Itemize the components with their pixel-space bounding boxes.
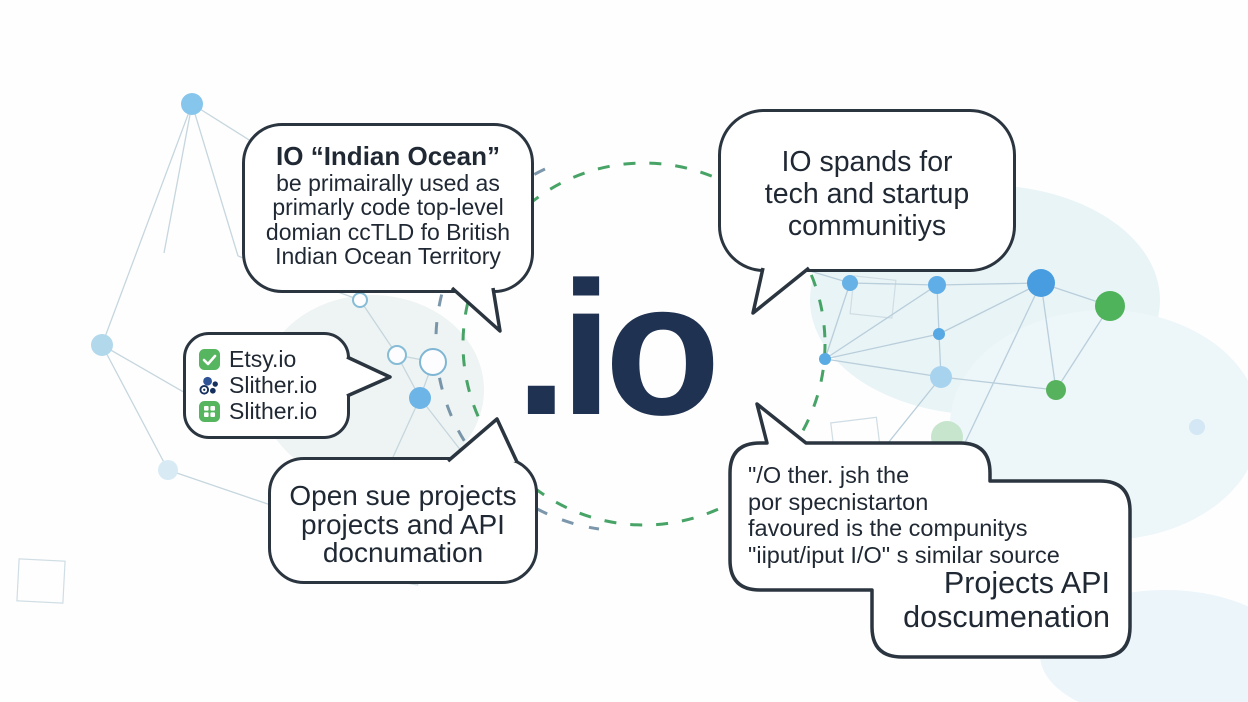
bubble-indian-ocean-line: Indian Ocean Territory <box>275 242 501 269</box>
bubble-open-source-tail <box>446 417 519 463</box>
bubble-projects-api-line: por specnistarton <box>748 488 929 515</box>
bubble-indian-ocean-line: domian ccTLD fo British <box>265 218 511 245</box>
bubble-tech-communities-line: communitiys <box>787 210 947 242</box>
bubble-projects-api-line: "/O ther. jsh the <box>748 462 910 488</box>
community-dots-icon <box>199 376 218 395</box>
bubble-indian-ocean-line: be primairally used as <box>276 170 500 196</box>
bubble-tech-communities-line: IO spands for <box>781 146 953 178</box>
bubble-projects-api-emphasis: Projects API doscumenation <box>748 566 1110 634</box>
bubble-projects-api-emphasis-line: Projects API <box>943 566 1110 600</box>
bubble-indian-ocean: IO “Indian Ocean” be primairally used as… <box>242 123 534 293</box>
bubble-open-source-line: Open sue projects <box>289 480 517 511</box>
bubble-indian-ocean-tail <box>450 286 502 333</box>
bubble-tech-communities-line: tech and startup <box>764 178 970 210</box>
bubble-open-source-line: docnumation <box>322 537 484 568</box>
list-item: Slither.io <box>199 372 347 398</box>
domain-example-label: Slither.io <box>229 397 318 424</box>
bubble-indian-ocean-line: primarly code top-level <box>272 194 504 221</box>
bubble-projects-api-emphasis-line: doscumenation <box>903 600 1110 634</box>
bubble-open-source: Open sue projects projects and API docnu… <box>268 457 538 584</box>
bubble-tech-communities-tail <box>751 266 811 315</box>
bubble-projects-api-line: favoured is the compunitys <box>748 515 1028 541</box>
io-logo: .io <box>515 243 721 455</box>
list-item: Etsy.io <box>199 346 347 372</box>
domain-example-label: Etsy.io <box>229 345 297 372</box>
bubble-open-source-line: projects and API <box>301 508 505 540</box>
ring-nodes <box>352 292 447 376</box>
bubble-domain-examples-tail <box>346 355 392 398</box>
bubble-projects-api-line: "iiput/iput I/O" s similar source <box>748 541 1060 568</box>
list-item: Slither.io <box>199 398 347 424</box>
bubble-domain-examples: Etsy.io Slither.io Slither.io <box>183 332 350 439</box>
check-icon <box>199 348 220 370</box>
bubble-tech-communities: IO spands for tech and startup communiti… <box>718 109 1016 272</box>
bubble-projects-api-text: "/O ther. jsh the por specnistarton favo… <box>748 462 1138 568</box>
bubble-indian-ocean-title: IO “Indian Ocean” <box>276 141 500 171</box>
grid-icon <box>199 400 220 422</box>
domain-example-label: Slither.io <box>229 371 318 398</box>
